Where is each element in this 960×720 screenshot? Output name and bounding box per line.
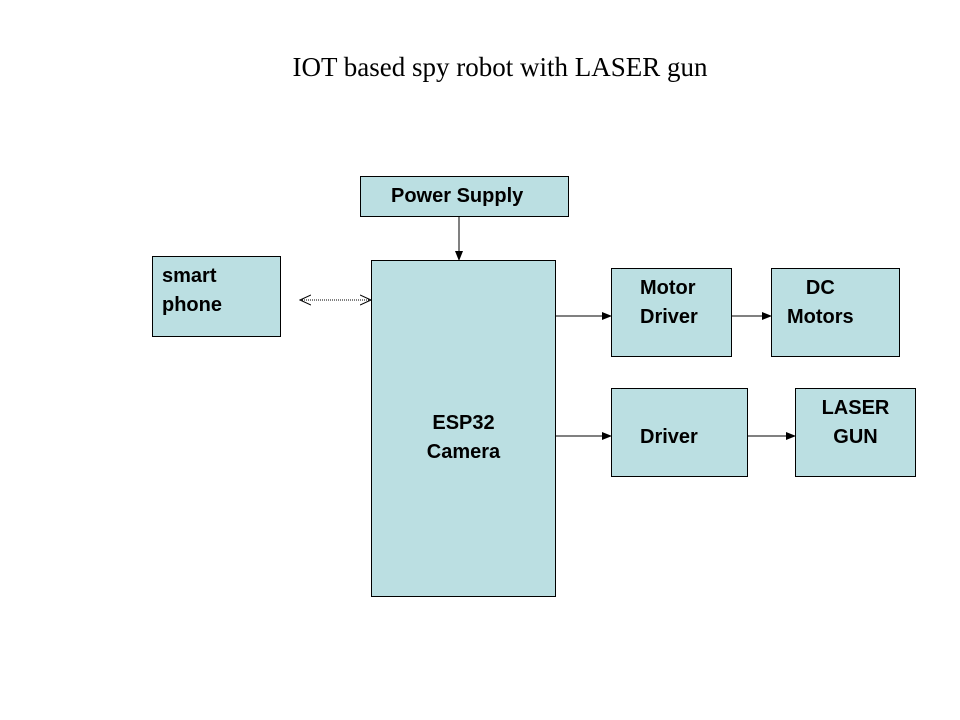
block-motor-driver-label: Motor Driver bbox=[640, 277, 698, 328]
block-power-supply-label: Power Supply bbox=[391, 185, 524, 207]
diagram-title: IOT based spy robot with LASER gun bbox=[292, 52, 708, 82]
block-smart-phone-label: smart phone bbox=[162, 265, 222, 316]
block-laser-gun: LASER GUN bbox=[795, 388, 916, 477]
block-dc-motors: DC Motors bbox=[771, 268, 900, 357]
block-driver-label: Driver bbox=[640, 426, 698, 448]
block-esp32-camera: ESP32 Camera bbox=[371, 260, 556, 597]
block-power-supply: Power Supply bbox=[360, 176, 569, 217]
block-motor-driver: Motor Driver bbox=[611, 268, 732, 357]
block-laser-gun-label: LASER GUN bbox=[821, 397, 890, 448]
block-esp32-camera-label: ESP32 Camera bbox=[426, 412, 501, 463]
block-smart-phone: smart phone bbox=[152, 256, 281, 337]
block-dc-motors-label: DC Motors bbox=[787, 277, 854, 328]
block-driver: Driver bbox=[611, 388, 748, 477]
